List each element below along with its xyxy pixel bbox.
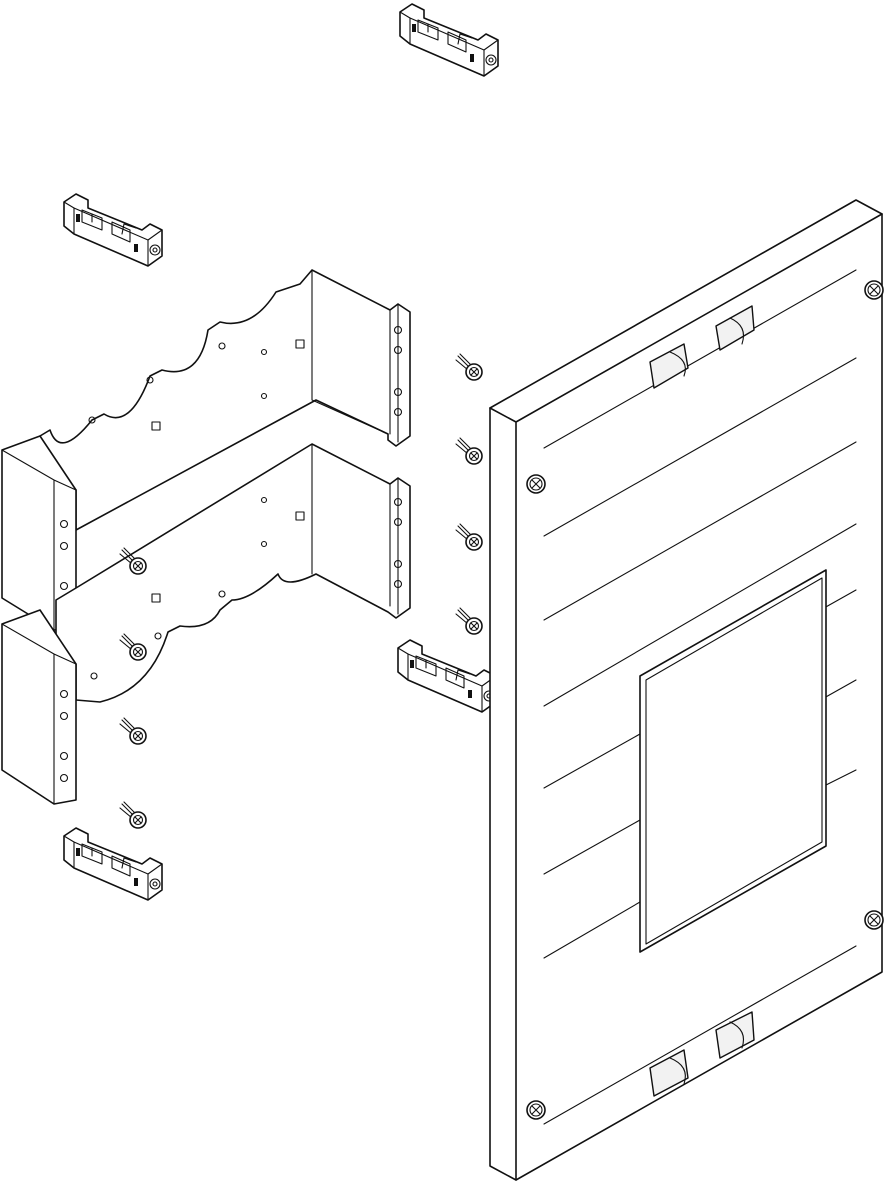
screw-2 bbox=[455, 437, 483, 465]
clip-holder-middle bbox=[397, 639, 497, 713]
screw-4 bbox=[455, 607, 483, 635]
panel-screw-top-left bbox=[526, 474, 546, 494]
screw-3 bbox=[455, 523, 483, 551]
clip-holder-upper-left bbox=[63, 193, 163, 267]
cover-panel bbox=[489, 199, 884, 1181]
panel-screw-top-right bbox=[864, 280, 884, 300]
screw-8 bbox=[119, 801, 147, 829]
panel-screw-bottom-right bbox=[864, 910, 884, 930]
panel-screw-bottom-left bbox=[526, 1100, 546, 1120]
clip-holder-lower-left bbox=[63, 827, 163, 901]
clip-holder-top bbox=[399, 3, 499, 77]
screw-7 bbox=[119, 717, 147, 745]
screw-1 bbox=[455, 353, 483, 381]
mounting-bracket-upper bbox=[1, 269, 411, 631]
mounting-bracket-lower bbox=[1, 443, 411, 805]
